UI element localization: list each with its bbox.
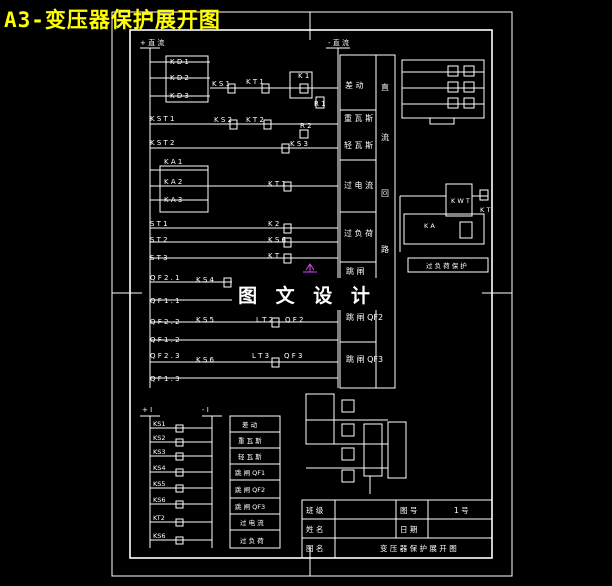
label-ks4: K S 4 [196,276,214,284]
function-label: 重 瓦 斯 [344,113,373,123]
label-qf12: Q F 1 . 2 [150,336,180,344]
label-ks5: K S 5 [196,316,214,324]
cursor-marker [303,263,317,273]
signal-row-label: KS4 [153,464,166,472]
label-kt1b: K T 1 [268,180,286,188]
label-k2: K 2 [268,220,279,228]
label-ks2: K S 2 [214,116,232,124]
label-ks6b: K S 6 [196,356,214,364]
label-lt3: L T 3 [252,352,269,360]
label-kst1: K S T 1 [150,115,174,123]
label-st1: S T 1 [150,220,168,228]
function-label: 跳 闸 QF2 [346,312,383,322]
signal-label: 跳 闸 QF1 [235,468,265,477]
label-ks6: K S 6 [268,236,286,244]
label-lower-plus: + I [142,406,152,414]
signal-label: 跳 闸 QF2 [235,485,265,494]
label-r2: R 2 [300,122,312,130]
signal-row-label: KS1 [153,420,166,428]
label-kd3: K D 3 [170,92,189,100]
label-lower-minus: - I [202,406,209,414]
overload-sketch [399,183,489,273]
signal-label: 过 电 流 [240,518,264,527]
label-kd1: K D 1 [170,58,189,66]
label-lt2: L T 2 [256,316,273,324]
label-ka3: K A 3 [164,196,182,204]
label-r1: R 1 [314,100,326,108]
label-kt2: K T 2 [246,116,264,124]
label-bus-plus: + 直 流 [140,38,164,47]
function-label: 轻 瓦 斯 [344,140,373,150]
signal-row-label: KS6 [153,496,166,504]
label-ks3: K S 3 [290,140,308,148]
label-bus-minus: - 直 流 [328,38,349,47]
side-label-ka: K A [424,222,435,230]
signal-label: 重 瓦 斯 [238,436,262,445]
ct-sketch-top [401,59,485,125]
label-kt: K T [268,252,280,260]
side-caption: 过 负 荷 保 护 [426,261,467,270]
function-column [339,54,396,389]
label-ka2: K A 2 [164,178,182,186]
label-st3: S T 3 [150,254,168,262]
function-label: 跳 闸 QF3 [346,354,383,364]
label-qf11: Q F 1 . 1 [150,297,180,305]
label-ka1: K A 1 [164,158,182,166]
tb-date-label: 日 期 [400,525,417,534]
function-label: 过 负 荷 [344,228,373,238]
signal-row-label: KS2 [153,434,166,442]
label-st2: S T 2 [150,236,168,244]
signal-row-label: KS6 [153,532,166,540]
tb-name-row-label: 图 名 [306,543,323,553]
tb-drawing-no: 1 号 [454,506,469,515]
label-ks1: K S 1 [212,80,230,88]
side-label-kt: K T [480,206,490,214]
signal-label: 差 动 [242,420,258,429]
function-label: 跳 闸 [346,266,365,276]
outer-frame [111,11,513,577]
column-label: 路 [381,244,389,254]
signal-label: 过 负 荷 [240,536,264,545]
signal-label: 轻 瓦 斯 [238,452,262,461]
label-kst2: K S T 2 [150,139,174,147]
label-qf13: Q F 1 . 3 [150,375,180,383]
signal-label: 跳 闸 QF3 [235,502,265,511]
ct-sketch-bottom [305,393,407,494]
label-kd2: K D 2 [170,74,189,82]
label-qf3: Q F 3 [284,352,302,360]
watermark-text: 图 文 设 计 [238,284,376,307]
label-qf22: Q F 2 . 2 [150,318,180,326]
label-kt1: K T 1 [246,78,264,86]
ladder-rungs [150,55,338,379]
watermark: 图 文 设 计 [232,278,382,310]
tb-class-label: 班 级 [306,505,324,515]
tb-name-label: 姓 名 [306,524,323,534]
signal-row-label: KT2 [153,514,165,522]
label-qf2: Q F 2 [285,316,303,324]
label-k1: K 1 [298,72,309,80]
column-label: 直 [381,82,389,92]
title-block [301,499,493,559]
page-title: A3-变压器保护展开图 [4,8,221,32]
signal-rungs [150,424,212,545]
signal-row-label: KS3 [153,448,166,456]
function-label: 过 电 流 [344,180,373,190]
tb-drawing-no-label: 图 号 [400,506,417,515]
tb-drawing-name: 变 压 器 保 护 展 开 图 [380,543,457,553]
column-label: 回 [381,189,389,198]
column-label: 流 [381,132,389,142]
signal-table [229,415,281,549]
side-label-kwt: K W T [451,197,470,205]
label-qf23: Q F 2 . 3 [150,352,180,360]
label-qf21: Q F 2 . 1 [150,274,180,282]
signal-row-label: KS5 [153,480,166,488]
function-label: 差 动 [345,80,364,90]
